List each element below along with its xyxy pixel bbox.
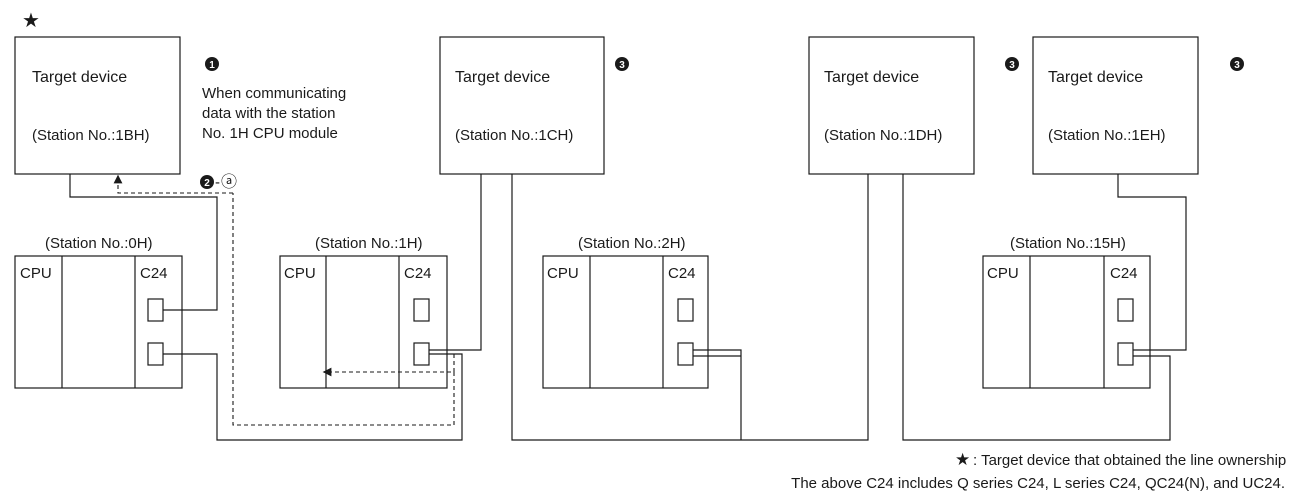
c24-port-1 [147, 298, 164, 322]
plc-rack [982, 255, 1151, 389]
flow-to-1bh [113, 174, 233, 194]
data-flow-path [113, 174, 455, 426]
cpu-label: CPU [20, 265, 52, 282]
c24-label: C24 [1110, 265, 1138, 282]
note-3-badge-1dh: 3 [1005, 57, 1019, 71]
c24-port-2 [147, 342, 164, 366]
c24-port-2 [413, 342, 430, 366]
annotation-line-3: No. 1H CPU module [202, 125, 338, 142]
cable-1ch-1dh [511, 174, 869, 441]
note-3-number: 3 [1234, 60, 1240, 71]
legend-star-note: : Target device that obtained the line o… [973, 452, 1286, 469]
target-device-name: Target device [455, 69, 550, 86]
c24-label: C24 [404, 265, 432, 282]
cable-1ch-station1 [429, 174, 482, 351]
c24-port-2 [677, 342, 694, 366]
c24-label: C24 [140, 265, 168, 282]
station-label: (Station No.:0H) [45, 235, 153, 252]
c24-port-2 [1117, 342, 1134, 366]
legend: ★ : Target device that obtained the line… [791, 450, 1286, 492]
target-device-name: Target device [32, 69, 127, 86]
c24-port-1 [677, 298, 694, 322]
note-3-badge-1eh: 3 [1230, 57, 1244, 71]
target-device-station: (Station No.:1BH) [32, 127, 150, 144]
cable-station2 [693, 349, 742, 440]
cable-station0-station1 [163, 353, 463, 441]
target-device-station: (Station No.:1CH) [455, 127, 573, 144]
note-3-number: 3 [1009, 60, 1015, 71]
c24-port-1 [1117, 298, 1134, 322]
note-2-number: 2 [204, 178, 210, 189]
target-device-name: Target device [1048, 69, 1143, 86]
station-label: (Station No.:2H) [578, 235, 686, 252]
flow-to-station1-cpu [322, 354, 455, 377]
c24-label: C24 [668, 265, 696, 282]
target-device-name: Target device [824, 69, 919, 86]
cabling [69, 174, 1187, 441]
station-2h: (Station No.:2H) CPU C24 [542, 235, 709, 389]
note-3-badge-1ch: 3 [615, 57, 629, 71]
note-1-annotation: When communicating data with the station… [202, 85, 346, 142]
footnote: The above C24 includes Q series C24, L s… [791, 475, 1285, 492]
note-3-number: 3 [619, 60, 625, 71]
target-device-1bh: Target device (Station No.:1BH) [14, 36, 181, 175]
circled-a-icon: ⓐ [221, 173, 237, 191]
note-1-number: 1 [209, 60, 215, 71]
note-2a-label: 2 - ⓐ [200, 173, 237, 191]
annotation-line-1: When communicating [202, 85, 346, 102]
station-label: (Station No.:15H) [1010, 235, 1126, 252]
cpu-label: CPU [987, 265, 1019, 282]
target-device-1eh: Target device (Station No.:1EH) [1032, 36, 1199, 175]
note-2-dash: - [215, 174, 220, 191]
station-15h: (Station No.:15H) CPU C24 [982, 235, 1151, 389]
cable-1bh-station0 [69, 174, 218, 311]
station-0h: (Station No.:0H) CPU C24 [14, 235, 183, 389]
target-device-1dh: Target device (Station No.:1DH) [808, 36, 975, 175]
station-1h: (Station No.:1H) CPU C24 [279, 235, 448, 389]
station-label: (Station No.:1H) [315, 235, 423, 252]
flow-return [232, 193, 455, 426]
target-device-1ch: Target device (Station No.:1CH) [439, 36, 605, 175]
cable-1dh-station15 [902, 174, 1171, 441]
plc-rack [14, 255, 183, 389]
target-device-station: (Station No.:1EH) [1048, 127, 1166, 144]
note-1-badge: 1 [205, 57, 219, 71]
c24-port-1 [413, 298, 430, 322]
cable-1eh-station15 [1117, 174, 1187, 351]
target-device-station: (Station No.:1DH) [824, 127, 942, 144]
cpu-label: CPU [284, 265, 316, 282]
ownership-star-icon: ★ [22, 10, 40, 32]
plc-rack [279, 255, 448, 389]
cpu-label: CPU [547, 265, 579, 282]
legend-star-icon: ★ [955, 450, 970, 469]
annotation-line-2: data with the station [202, 105, 335, 122]
plc-rack [542, 255, 709, 389]
